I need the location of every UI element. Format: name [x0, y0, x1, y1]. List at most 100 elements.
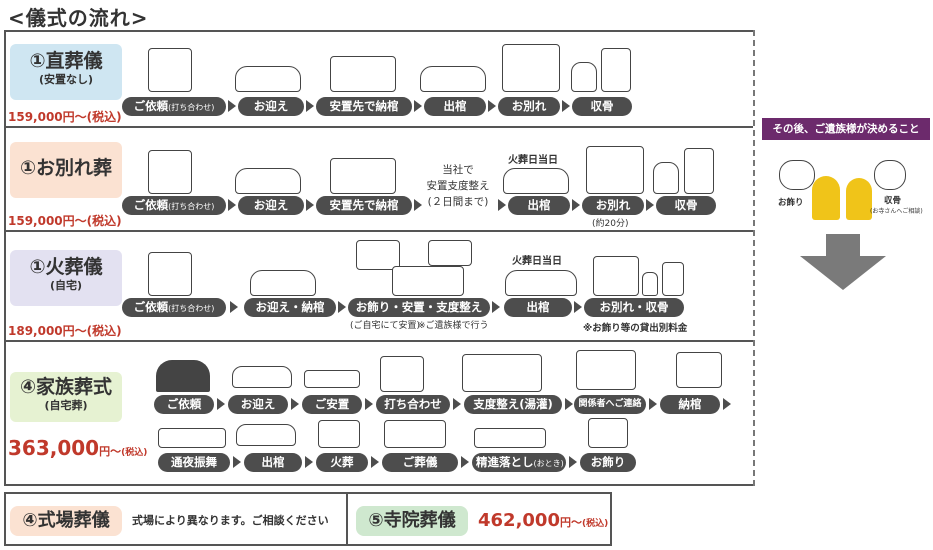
flow-arrow [569, 456, 577, 468]
flow-arrow [230, 301, 238, 313]
same-day-label: 火葬日当日 [508, 155, 558, 166]
side-label-decoration: お飾り [778, 198, 804, 208]
row-divider [4, 340, 753, 342]
flow-arrow [574, 301, 582, 313]
plan-price: 363,000円〜(税込) [8, 436, 148, 460]
plan-price: 189,000円〜(税込) [8, 324, 122, 338]
step-encoffin: 安置先で納棺 [316, 196, 412, 215]
flow-arrow [306, 100, 314, 112]
flow-arrow [338, 301, 346, 313]
crematorium-icon [318, 420, 360, 448]
step-wake-meal: 通夜振舞 [158, 453, 230, 472]
altar-icon [356, 240, 400, 270]
hearse-icon [236, 424, 296, 446]
grave-bubble-icon [874, 160, 906, 190]
phone-contact-icon [576, 350, 636, 390]
casket-icon [392, 266, 464, 296]
flow-arrow [649, 398, 657, 410]
rental-note: ※お飾り等の貸出別料金 [583, 323, 688, 334]
step-encoffin: 納棺 [660, 395, 720, 414]
step-laying: ご安置 [302, 395, 362, 414]
flow-arrow [414, 100, 422, 112]
flow-arrow [371, 456, 379, 468]
plan-sub: (自宅) [49, 278, 83, 292]
step-preparation: 支度整え(湯灌) [464, 395, 562, 414]
step-funeral: ご葬儀 [382, 453, 458, 472]
urn-icon [571, 62, 597, 92]
temple-box [348, 492, 612, 546]
flow-arrow [492, 301, 500, 313]
home-note: (ご自宅にて安置) [350, 321, 421, 331]
down-arrow-icon [800, 256, 886, 290]
flow-arrow [365, 398, 373, 410]
step-request: ご依頼(打ち合わせ) [122, 298, 226, 317]
step-contact: 関係者へご連絡 [574, 395, 646, 414]
plan-name: ①直葬儀 [29, 50, 103, 72]
plan-price: 159,000円〜(税込) [8, 110, 122, 124]
flow-arrow [723, 398, 731, 410]
flow-arrow [498, 199, 506, 211]
plan-price: 159,000円〜(税込) [8, 214, 122, 228]
meal-icon [474, 428, 546, 448]
flow-arrow [562, 100, 570, 112]
altar-bubble-icon [779, 160, 815, 190]
temple-price: 462,000円〜(税込) [478, 510, 609, 531]
hall-note: 式場により異なります。ご相談ください [132, 514, 329, 527]
step-pickup-encoffin: お迎え・納棺 [244, 298, 336, 317]
altar-icon [384, 420, 446, 448]
prep-note: 当社で安置支度整え(２日間まで) [426, 164, 490, 208]
step-memorial-meal: 精進落とし(おとき) [472, 453, 566, 472]
flow-arrow [228, 100, 236, 112]
plan-label-hall: ④式場葬儀 [10, 506, 122, 536]
flow-arrow [414, 199, 422, 211]
ceremony-hall-box [4, 492, 348, 546]
casket-icon [330, 56, 396, 92]
meeting-icon [148, 150, 192, 194]
step-cremation: 火葬 [316, 453, 368, 472]
same-day-label: 火葬日当日 [512, 256, 562, 267]
flow-arrow [461, 456, 469, 468]
plan-name: ④家族葬式 [19, 376, 113, 398]
urn-box-icon [601, 48, 631, 92]
after-banner: その後、ご遺族様が決めること [762, 118, 930, 140]
step-bone-collection: 収骨 [656, 196, 716, 215]
row-divider [4, 126, 753, 128]
step-pickup: お迎え [238, 196, 304, 215]
butsudan-icon [588, 418, 628, 448]
crematorium-icon [586, 146, 644, 194]
woman-figure-icon [846, 178, 872, 220]
hearse-icon [235, 168, 301, 194]
hearse-icon [503, 168, 569, 194]
flow-arrow [233, 456, 241, 468]
step-encoffin: 安置先で納棺 [316, 97, 412, 116]
casket-icon [676, 352, 722, 388]
urn-box-icon [684, 148, 714, 194]
flow-arrow [305, 456, 313, 468]
plan-sub: (自宅葬) [44, 398, 88, 412]
meeting-icon [148, 252, 192, 296]
urn-box-icon [662, 262, 684, 296]
meeting-icon [380, 356, 424, 392]
flow-arrow [488, 100, 496, 112]
plan-label-family: ④家族葬式 (自宅葬) [10, 372, 122, 422]
side-label-sub: (お寺さんへご相談) [870, 208, 923, 215]
plan-name: ①火葬儀 [29, 256, 103, 278]
plan-label-direct: ①直葬儀 (安置なし) [10, 44, 122, 100]
step-pickup: お迎え [228, 395, 288, 414]
flow-arrow [572, 199, 580, 211]
flow-arrow [217, 398, 225, 410]
row-divider [4, 230, 753, 232]
step-departure: 出棺 [508, 196, 570, 215]
casket-icon [330, 158, 396, 194]
people-icon [156, 360, 210, 392]
step-bone-collection: 収骨 [572, 97, 632, 116]
hearse-icon [250, 270, 316, 296]
candle-set-icon [428, 240, 472, 266]
hearse-icon [420, 66, 486, 92]
urn-icon [653, 162, 679, 194]
step-altar-setup: お飾り・安置・支度整え [348, 298, 490, 317]
hearse-icon [505, 270, 577, 296]
family-note: ※ご遺族様で行う [418, 321, 489, 331]
crematorium-icon [593, 256, 639, 296]
man-figure-icon [812, 176, 840, 220]
